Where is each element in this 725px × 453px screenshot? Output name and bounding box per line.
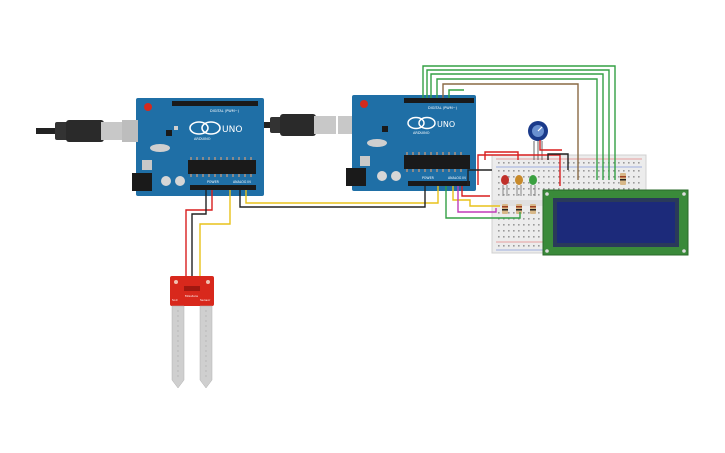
led-red[interactable] [501,175,509,196]
led-green[interactable] [529,175,537,196]
sensor-label-sensor: Sensor [200,298,211,302]
usb-cable-2 [252,114,360,136]
led-orange[interactable] [515,175,523,196]
digital-header-label-1: DIGITAL (PWM~) [210,109,240,113]
resistor-2[interactable] [516,204,522,214]
resistor-1[interactable] [502,204,508,214]
resistor-3[interactable] [530,204,536,214]
lcd-display[interactable] [542,189,689,256]
arduino-model-2: UNO [437,120,455,129]
soil-moisture-sensor[interactable]: Soil Moisture Sensor [170,276,214,389]
reset-button-2[interactable] [360,100,368,108]
arduino-brand-1: ARDUINO [194,137,211,141]
digital-header-label-2: DIGITAL (PWM~) [428,106,458,110]
arduino-model-1: UNO [222,125,242,135]
lcd-screen [557,202,675,243]
power-header-label-2: POWER [422,176,435,180]
sensor-label-soil: Soil [172,298,178,302]
arduino-uno-1[interactable]: DIGITAL (PWM~) UNO ARDUINO POWER ANALOG … [122,98,264,196]
power-header-label-1: POWER [207,180,220,184]
usb-cable-1 [36,120,123,142]
wires [185,65,616,278]
potentiometer[interactable] [528,121,548,160]
arduino-brand-2: ARDUINO [413,131,430,135]
sensor-label-moisture: Moisture [185,294,198,298]
arduino-uno-2[interactable]: DIGITAL (PWM~) UNO ARDUINO POWER ANALOG … [346,95,476,191]
resistor-4[interactable] [620,173,626,185]
reset-button-1[interactable] [144,103,152,111]
analog-header-label-2: ANALOG IN [448,176,466,180]
analog-header-label-1: ANALOG IN [233,180,251,184]
